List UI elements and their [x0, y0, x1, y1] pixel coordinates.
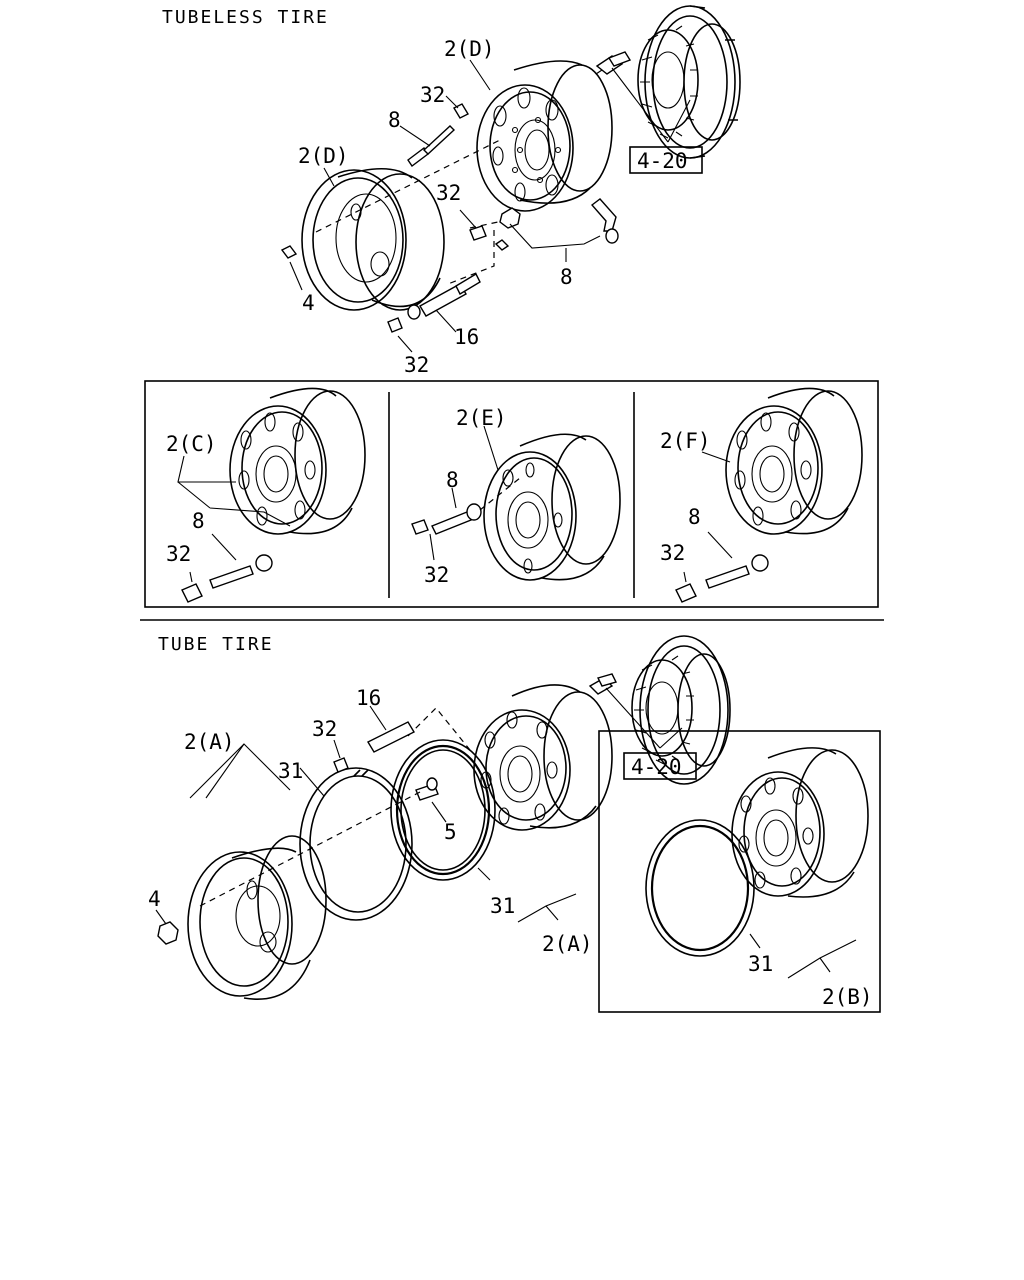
axis-line-5	[407, 707, 471, 751]
valve-cap-32-bot	[387, 317, 413, 353]
section-title-tube: TUBE TIRE	[158, 634, 274, 655]
label-b-31a: 31	[278, 759, 303, 783]
label-e-8: 8	[446, 468, 459, 492]
label-t_ref: 4-20	[637, 149, 688, 173]
variant-b-panel	[598, 730, 881, 1013]
side-ring	[299, 767, 413, 921]
label-b-16: 16	[356, 686, 381, 710]
label-32-top: 32	[420, 83, 445, 107]
valve-cap-32-mid	[459, 209, 487, 241]
wheel-2a-front	[187, 835, 327, 1000]
hub-assembly-bottom	[631, 635, 731, 785]
axis-line-2	[469, 221, 499, 229]
nut-4-bottom	[155, 909, 179, 945]
reference-box-top: 4-20	[611, 67, 703, 174]
leader-2d-top	[469, 59, 491, 91]
label-b-31b: 31	[490, 894, 515, 918]
label-c-32: 32	[166, 542, 191, 566]
label-32-mid: 32	[436, 181, 461, 205]
bracket-2a-right	[517, 893, 577, 923]
label-b-2a-right: 2(A)	[542, 932, 593, 956]
label-2d-top: 2(D)	[444, 37, 495, 61]
label-b-2a: 2(A)	[184, 730, 235, 754]
leader-31a	[299, 767, 325, 797]
reference-box-bottom: 4-20	[605, 687, 697, 780]
axis-line-3	[447, 230, 495, 285]
label-e-32: 32	[424, 563, 449, 587]
label-2e: 2(E)	[456, 406, 507, 430]
label-b-31c: 31	[748, 952, 773, 976]
valve-cap-32-bottom	[333, 739, 349, 773]
section-title-tubeless: TUBELESS TIRE	[162, 7, 329, 28]
variant-panel	[144, 380, 879, 608]
label-b-2b: 2(B)	[822, 985, 873, 1009]
label-f-32: 32	[660, 541, 685, 565]
valve-cap-4	[280, 245, 303, 291]
extension-16-bottom	[367, 705, 415, 753]
flap-ring	[390, 739, 496, 881]
valve-stem-8-top	[399, 125, 456, 168]
wheel-2d-lower	[301, 168, 445, 311]
valve-2f	[675, 451, 769, 603]
flap-ring-2b	[645, 819, 755, 957]
bracket-2a-b	[205, 743, 245, 799]
leader-31c	[749, 933, 761, 949]
leader-31b	[477, 867, 491, 881]
wheel-2d-upper	[476, 60, 613, 212]
wheel-2c	[229, 387, 366, 535]
wheel-2f	[725, 387, 863, 535]
label-b-5: 5	[444, 820, 457, 844]
bracket-2b	[787, 939, 857, 979]
label-2d-left: 2(D)	[298, 144, 349, 168]
label-4: 4	[302, 291, 315, 315]
label-b-4: 4	[148, 887, 161, 911]
wheel-2e	[483, 433, 621, 581]
leader-2d-left	[323, 167, 335, 187]
label-c-8: 8	[192, 509, 205, 533]
extension-16	[407, 273, 481, 333]
label-8-bot: 8	[560, 265, 573, 289]
stud-bolt-bottom	[588, 673, 618, 695]
valve-5	[415, 777, 447, 823]
label-16: 16	[454, 325, 479, 349]
label-b_ref: 4-20	[631, 755, 682, 779]
hub-assembly-top	[637, 5, 741, 159]
valve-cap-32-top	[445, 95, 469, 119]
label-2c: 2(C)	[166, 432, 217, 456]
valve-2e	[411, 425, 521, 561]
axis-line-1	[315, 139, 501, 233]
label-32-bot: 32	[404, 353, 429, 377]
label-8-top: 8	[388, 108, 401, 132]
valve-2c	[177, 455, 291, 603]
stud-bolt-top	[595, 51, 632, 75]
axis-line-4	[199, 791, 421, 907]
label-2f: 2(F)	[660, 429, 711, 453]
valve-nut-8	[494, 207, 601, 262]
label-b-32: 32	[312, 717, 337, 741]
valve-stem-top-right	[590, 198, 619, 244]
label-f-8: 8	[688, 505, 701, 529]
